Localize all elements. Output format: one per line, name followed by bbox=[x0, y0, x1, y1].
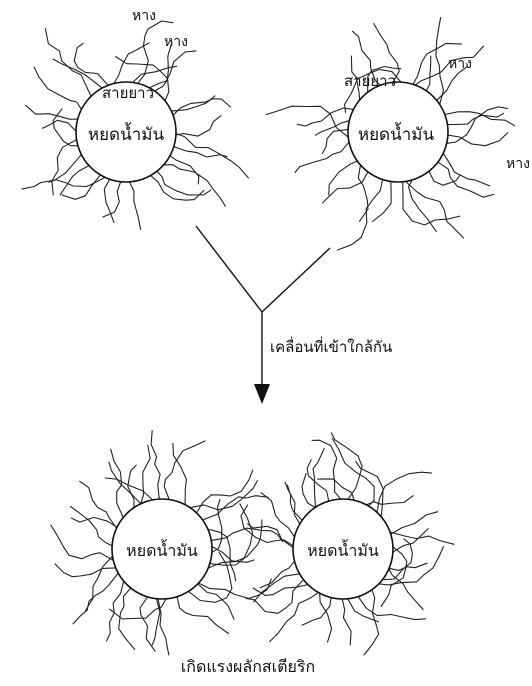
polymer-chain bbox=[313, 449, 324, 508]
polymer-chain bbox=[111, 449, 124, 517]
polymer-chain bbox=[429, 171, 460, 185]
polymer-chain bbox=[173, 443, 187, 504]
polymer-chain bbox=[389, 569, 423, 610]
polymer-chain bbox=[426, 56, 431, 91]
chain-label-top-right: สายยาว bbox=[344, 72, 396, 90]
polymer-chain bbox=[174, 147, 227, 157]
polymer-chain bbox=[448, 133, 508, 146]
polymer-chain bbox=[342, 599, 351, 645]
tail-label-top-left-2: หาง bbox=[164, 34, 188, 50]
droplet-bottom-left-label: หยดน้ำมัน bbox=[126, 539, 198, 560]
polymer-chain bbox=[318, 479, 354, 500]
polymer-chain bbox=[285, 483, 300, 524]
approach-line-right bbox=[262, 248, 330, 312]
polymer-chain bbox=[260, 561, 294, 587]
polymer-chain bbox=[129, 182, 140, 230]
polymer-chain bbox=[151, 176, 204, 201]
polymer-chain bbox=[302, 474, 315, 508]
polymer-chain bbox=[270, 593, 319, 642]
droplet-top-left-label: หยดน้ำมัน bbox=[88, 122, 165, 145]
approach-line-left bbox=[196, 226, 262, 312]
polymer-chain bbox=[152, 599, 160, 646]
polymer-chain bbox=[212, 500, 222, 552]
tail-label-top-right-1: หาง bbox=[448, 56, 472, 72]
polymer-chain bbox=[199, 579, 272, 598]
droplet-bottom-right-label: หยดน้ำมัน bbox=[307, 539, 379, 560]
polymer-chain bbox=[403, 182, 460, 225]
polymer-chain bbox=[73, 573, 118, 624]
polymer-chain bbox=[177, 597, 228, 634]
arrow-head bbox=[254, 384, 270, 404]
polymer-chain bbox=[377, 472, 432, 512]
polymer-chain bbox=[307, 460, 329, 501]
polymer-chain bbox=[320, 593, 332, 642]
polymer-chain bbox=[26, 105, 78, 119]
polymer-chain bbox=[173, 99, 230, 115]
polymer-chain bbox=[149, 51, 196, 88]
polymer-chain bbox=[390, 532, 454, 544]
polymer-chain bbox=[338, 180, 383, 250]
polymer-chain bbox=[436, 18, 444, 105]
polymer-chain bbox=[373, 182, 392, 222]
polymer-chain bbox=[80, 481, 117, 528]
arrow-label: เคลื่อนที่เข้าใกล้กัน bbox=[270, 336, 392, 356]
polymer-chain bbox=[62, 175, 100, 199]
polymer-chain bbox=[52, 140, 77, 195]
droplet-top-right-label: หยดน้ำมัน bbox=[358, 122, 435, 145]
polymer-chain bbox=[164, 441, 205, 500]
polymer-chain bbox=[329, 161, 358, 195]
polymer-chain bbox=[393, 529, 428, 553]
polymer-chain bbox=[358, 597, 426, 620]
chain-label-top-left: สายยาว bbox=[102, 84, 154, 102]
tail-label-top-right-2: หาง bbox=[506, 156, 530, 172]
polymer-chain bbox=[151, 431, 160, 500]
polymer-chain bbox=[55, 564, 116, 577]
polymer-chain bbox=[141, 445, 150, 503]
polymer-chain bbox=[86, 556, 113, 610]
tail-label-top-left-1: หาง bbox=[132, 8, 156, 24]
polymer-chain bbox=[438, 162, 494, 197]
polymer-chain bbox=[445, 112, 515, 126]
polymer-chain bbox=[45, 29, 91, 97]
polymer-chain bbox=[322, 129, 348, 153]
polymer-chain bbox=[60, 166, 89, 195]
steric-repulsion-caption: เกิดแรงผลักสเตียริก bbox=[181, 657, 315, 676]
polymer-chain bbox=[43, 120, 76, 131]
polymer-chain bbox=[364, 590, 379, 655]
polymer-chain bbox=[51, 525, 114, 560]
polymer-chain bbox=[443, 153, 489, 186]
polymer-chain bbox=[391, 512, 438, 535]
polymer-chain bbox=[176, 116, 221, 136]
polymer-chain bbox=[302, 598, 331, 626]
polymer-chain bbox=[34, 67, 81, 109]
polymer-chain bbox=[158, 599, 169, 655]
polymer-chain bbox=[295, 142, 349, 172]
